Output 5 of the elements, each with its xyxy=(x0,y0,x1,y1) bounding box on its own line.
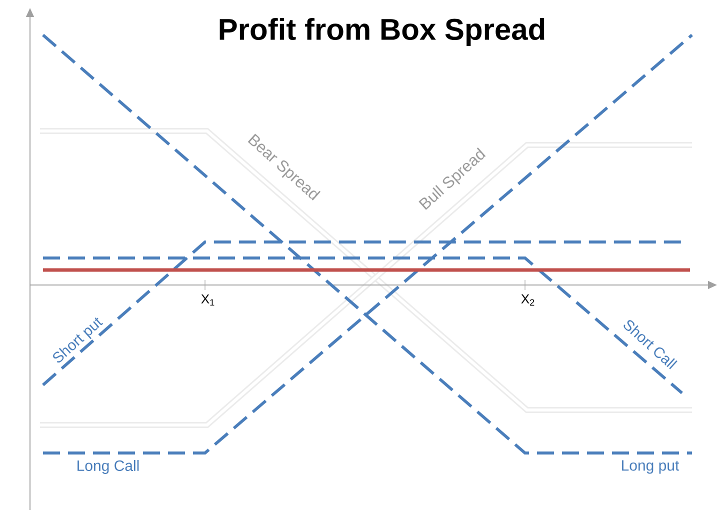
line-label: Long Call xyxy=(78,460,139,474)
line-label: Long put xyxy=(622,460,680,474)
tick-label: X$_{1}$ xyxy=(201,294,214,306)
chart-title: Profit from Box Spread xyxy=(220,18,544,46)
tick-label: X$_{2}$ xyxy=(521,294,534,306)
